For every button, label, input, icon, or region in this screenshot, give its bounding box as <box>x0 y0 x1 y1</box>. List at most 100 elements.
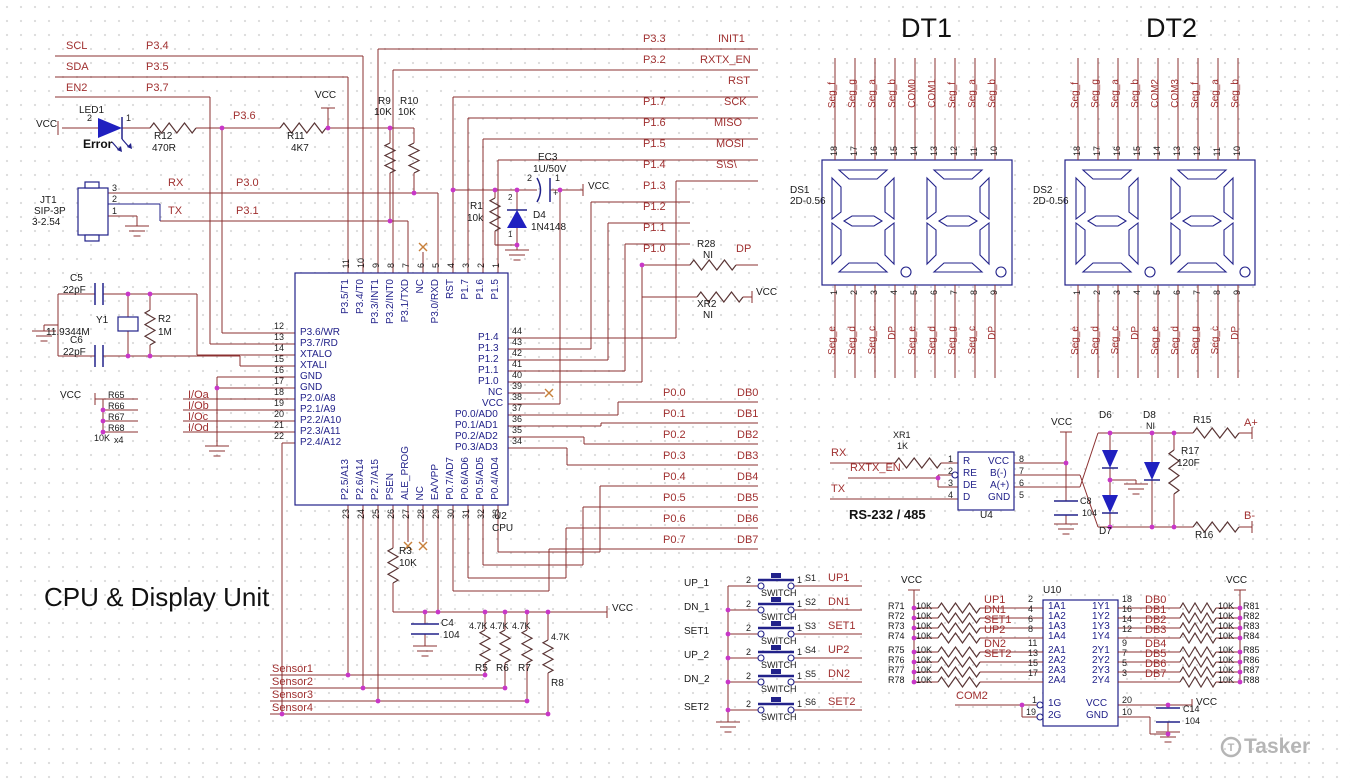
lbl-cpu-right-3-0: 41 <box>512 359 523 369</box>
resistor <box>937 655 981 669</box>
lbl-switches-rows-2-1: SET1 <box>828 620 856 632</box>
lbl-displays-dt1-bottom-1-0: 2 <box>849 290 859 296</box>
switch-button <box>771 597 781 602</box>
seven-seg-segment <box>1128 176 1139 221</box>
resistor <box>407 142 421 174</box>
lbl-cpu-bottom-0-1: P2.5/A13 <box>340 458 351 500</box>
lbl-rs485-u4-left-1-0: 2 <box>948 466 954 476</box>
switch-button <box>771 573 781 578</box>
lbl-displays-dt2-bottom-3-1: DP <box>1130 326 1141 340</box>
junction-dot <box>100 407 106 413</box>
junction-dot <box>935 475 941 481</box>
lbl-displays-dt2-bottom-2-0: 3 <box>1112 290 1122 296</box>
lbl-cpu-top-2-1: P3.3/INT1 <box>370 279 381 325</box>
lbl-db_rows-4-0: P0.4 <box>663 471 686 483</box>
lbl-parts-R2-0: R2 <box>158 314 171 325</box>
lbl-parts-R6-0: R6 <box>496 663 509 674</box>
lbl-u10-rows-4-8: 10K <box>1218 645 1235 655</box>
lbl-db_rows-1-1: DB1 <box>737 408 759 420</box>
lbl-displays-dt1-bottom-3-1: DP <box>887 326 898 340</box>
lbl-cpu-left-8-0: 20 <box>274 409 285 419</box>
lbl-cpu-top-2-0: 9 <box>371 262 381 268</box>
lbl-u10-rows-5-3: 13 <box>1028 648 1039 658</box>
resistor <box>1192 427 1240 439</box>
wire <box>121 138 130 148</box>
junction-dot <box>1237 605 1243 611</box>
junction-dot <box>1165 731 1171 737</box>
vcc-label-2: VCC <box>588 181 610 192</box>
lbl-cpu-left-2-0: 14 <box>274 343 285 353</box>
junction-dot <box>411 190 417 196</box>
lbl-displays-dt1-bottom-2-1: Seg_c <box>867 326 878 355</box>
lbl-cpu-left-5-1: GND <box>300 382 323 393</box>
terminal-circle <box>757 706 765 714</box>
junction-dot <box>545 609 551 615</box>
lbl-parts-D4-1: 1N4148 <box>531 222 567 233</box>
junction-dot <box>387 125 393 131</box>
resistor <box>1192 521 1240 533</box>
lbl-jt1-type: SIP-3P <box>34 206 66 217</box>
lbl-cpu-right-2-0: 42 <box>512 348 523 358</box>
lbl-db_rows-6-1: DB6 <box>737 513 759 525</box>
resistor <box>937 611 981 625</box>
lbl-u10-rows-5-0: R76 <box>888 655 905 665</box>
wire <box>1079 474 1099 528</box>
lbl-u10-rows-0-7: DB0 <box>1145 594 1167 606</box>
lbl-cpu-right-3-1: P1.1 <box>478 365 499 376</box>
lbl-rs485-nets-tx: TX <box>831 483 846 495</box>
lbl-displays-dt2-top-8-1: Seg_b <box>1230 79 1241 108</box>
lbl-u10-gl-0-1: 1G <box>1048 698 1062 709</box>
lbl-serial_nets-0-0: RX <box>168 177 184 189</box>
lbl-u10-rows-6-3: 15 <box>1028 658 1039 668</box>
junction-dot <box>125 291 131 297</box>
lbl-cpu-left-2-1: XTALO <box>300 349 333 360</box>
switch-pin1: 1 <box>797 623 803 633</box>
seven-seg-segment <box>1223 221 1234 266</box>
lbl-cpu-bottom-0-0: 23 <box>341 509 351 520</box>
lbl-u10-rows-0-8: 10K <box>1218 601 1235 611</box>
lbl-parts-D4-0: D4 <box>533 210 546 221</box>
lbl-u10-rows-5-1: 10K <box>916 655 933 665</box>
junction-dot <box>911 635 917 641</box>
lbl-parts-C6-1: 22pF <box>63 347 86 358</box>
lbl-u10-rows-4-5: 2Y1 <box>1092 645 1110 656</box>
lbl-cpu-top-10-1: P1.5 <box>490 279 501 300</box>
lbl-parts-D4-2: 2 <box>508 193 513 202</box>
junction-dot <box>725 631 731 637</box>
switch-type-label: SWITCH <box>761 612 797 622</box>
lbl-u10-rows-6-6: 5 <box>1122 658 1128 668</box>
lbl-u10-rows-0-5: 1Y1 <box>1092 601 1110 612</box>
lbl-rs485-parts-R17-1: 120F <box>1177 458 1200 469</box>
lbl-displays-dt1-top-5-1: COM1 <box>927 79 938 108</box>
lbl-cpu-bottom-1-0: 24 <box>356 509 366 520</box>
resistor <box>937 665 981 679</box>
lbl-rs485-u4-left-3-0: 4 <box>948 490 954 500</box>
lbl-displays-dt2-bottom-7-1: Seg_c <box>1210 326 1221 355</box>
switch-pin1: 1 <box>797 599 803 609</box>
resistor <box>937 645 981 659</box>
ic-u10 <box>1042 599 1119 727</box>
lbl-rs485-u4-right-0-1: VCC <box>988 456 1010 467</box>
junction-dot <box>557 187 563 193</box>
lbl-cpu-bottom-10-1: P0.4/AD4 <box>490 457 501 500</box>
lbl-switches-rows-5-1: SET2 <box>828 696 856 708</box>
display-1-title: DT1 <box>901 13 953 43</box>
lbl-cpu-top-5-0: 6 <box>416 262 426 268</box>
lbl-parts-R7-0: R7 <box>518 663 531 674</box>
lbl-switches-rows-1-1: DN1 <box>828 596 851 608</box>
display-2-title: DT2 <box>1146 13 1198 43</box>
seven-seg-segment <box>1176 262 1228 273</box>
lbl-rs485-parts-R17-0: R17 <box>1181 446 1200 457</box>
switch-left-label: UP_2 <box>684 650 710 661</box>
lbl-cpu-bottom-3-0: 26 <box>386 509 396 520</box>
lbl-parts-R28-1: NI <box>703 250 713 261</box>
lbl-parts-R8-0: R8 <box>551 678 564 689</box>
lbl-rs485-u4-right-0-0: 8 <box>1019 454 1025 464</box>
watermark-logo-icon <box>1220 736 1242 758</box>
switch-type-label: SWITCH <box>761 636 797 646</box>
vcc-label-8: VCC <box>1226 575 1248 586</box>
lbl-displays-dt2-bottom-3-0: 4 <box>1132 290 1142 296</box>
lbl-cpu-top-3-1: P3.2/INT0 <box>385 279 396 325</box>
resistor <box>383 142 397 174</box>
